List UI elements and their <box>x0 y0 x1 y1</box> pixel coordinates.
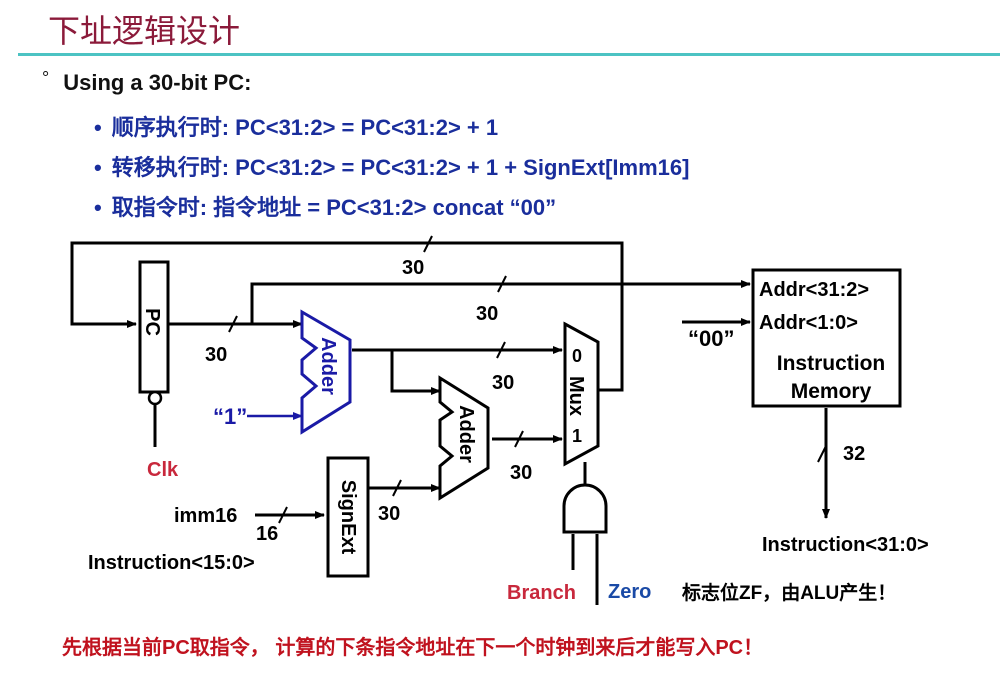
bus-width-adder1-out: 30 <box>492 372 514 394</box>
bus-slash <box>496 341 506 359</box>
bus-width-pc-to-imem: 30 <box>476 303 498 325</box>
adder1 <box>300 309 352 435</box>
mux-in1-label: 1 <box>572 426 582 446</box>
const-00-label: “00” <box>688 326 734 351</box>
imem-addr-lo-label: Addr<1:0> <box>759 312 858 334</box>
mux <box>563 321 600 467</box>
imm16-label: imm16 <box>174 505 237 527</box>
sub-bullet-fetch: • 取指令时: 指令地址 = PC<31:2> concat “00” <box>94 190 556 222</box>
wire-feedback <box>70 241 624 392</box>
pc-register <box>138 260 170 394</box>
and-gate <box>562 483 608 534</box>
sub-bullet-formula: 指令地址 = PC<31:2> concat “00” <box>213 195 557 220</box>
clk-label: Clk <box>147 459 179 481</box>
imem-out-width: 32 <box>843 443 865 465</box>
zero-label: Zero <box>608 581 651 603</box>
wire-adder1-to-adder2 <box>390 350 441 395</box>
slide-title: 下址逻辑设计 <box>48 12 241 50</box>
signext-box <box>326 456 370 578</box>
imem-title-line2: Memory <box>791 380 872 403</box>
sub-bullet-sequential: • 顺序执行时: PC<31:2> = PC<31:2> + 1 <box>94 110 498 142</box>
bullet-marker: • <box>94 195 102 220</box>
main-bullet-text: Using a 30-bit PC: <box>63 70 252 95</box>
bus-slash <box>392 479 402 497</box>
bus-slash <box>278 506 288 524</box>
adder2 <box>438 375 490 501</box>
adder1-label: Adder <box>317 337 339 395</box>
instruction-memory <box>751 268 902 408</box>
adder2-label: Adder <box>455 405 477 463</box>
bus-width-adder2-out: 30 <box>510 462 532 484</box>
bullet-marker: • <box>94 115 102 140</box>
bus-slash <box>514 430 524 448</box>
sub-bullet-label: 转移执行时: <box>111 155 230 180</box>
branch-label: Branch <box>507 582 576 604</box>
const-one-label: “1” <box>213 404 247 429</box>
title-divider <box>18 53 1000 56</box>
sub-bullet-formula: PC<31:2> = PC<31:2> + 1 + SignExt[Imm16] <box>235 155 690 180</box>
instruction-31-0-label: Instruction<31:0> <box>762 534 929 556</box>
sub-bullet-label: 顺序执行时: <box>111 115 230 140</box>
imem-addr-hi-label: Addr<31:2> <box>759 279 869 301</box>
bus-slash <box>497 275 507 293</box>
imem-title-line1: Instruction <box>777 352 886 375</box>
footer-note: 先根据当前PC取指令， 计算的下条指令地址在下一个时钟到来后才能写入PC！ <box>62 637 764 659</box>
instruction-15-0-label: Instruction<15:0> <box>88 552 255 574</box>
pc-label: PC <box>141 308 163 336</box>
wire-pc-to-imem <box>250 280 751 324</box>
sub-bullet-branch: • 转移执行时: PC<31:2> = PC<31:2> + 1 + SignEx… <box>94 150 689 182</box>
bus-slash <box>423 235 433 253</box>
bus-width-feedback: 30 <box>402 257 424 279</box>
sub-bullet-formula: PC<31:2> = PC<31:2> + 1 <box>235 115 499 140</box>
bullet-marker: ° <box>42 68 50 88</box>
signext-label: SignExt <box>337 480 359 555</box>
main-bullet: ° Using a 30-bit PC: <box>42 68 252 96</box>
zf-note: 标志位ZF，由ALU产生！ <box>682 581 896 604</box>
sub-bullet-label: 取指令时: <box>111 195 208 220</box>
clk-inverter-bubble <box>147 390 163 406</box>
mux-label: Mux <box>565 376 587 416</box>
bullet-marker: • <box>94 155 102 180</box>
bus-width-signext-out: 30 <box>378 503 400 525</box>
imm16-width: 16 <box>256 523 278 545</box>
bus-slash <box>817 445 827 463</box>
bus-width-pc-out: 30 <box>205 344 227 366</box>
mux-in0-label: 0 <box>572 346 582 366</box>
bus-slash <box>228 315 238 333</box>
